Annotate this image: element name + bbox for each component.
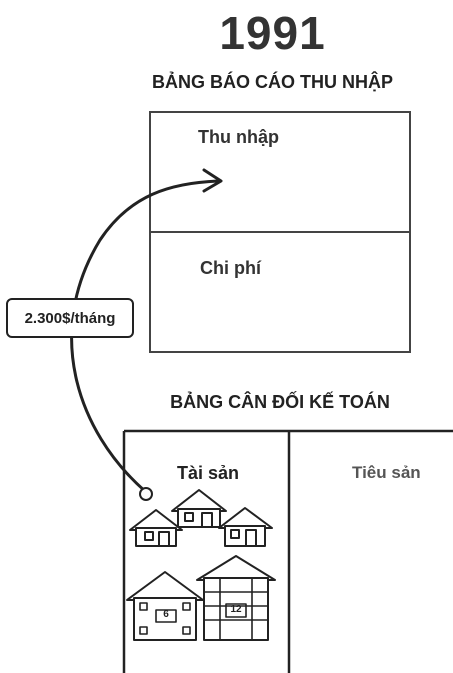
income-label: Thu nhập bbox=[198, 127, 279, 147]
cashflow-callout: 2.300$/tháng bbox=[6, 298, 134, 338]
building-label: 6 bbox=[163, 609, 169, 620]
liabilities-label: Tiêu sản bbox=[352, 463, 421, 482]
income-statement-box bbox=[149, 111, 411, 353]
apartment-building-icon bbox=[126, 571, 204, 641]
year-heading: 1991 bbox=[219, 7, 326, 59]
house-icon bbox=[129, 509, 183, 547]
building-label: 12 bbox=[230, 604, 242, 615]
assets-label: Tài sản bbox=[177, 463, 240, 483]
income-statement-title: BẢNG BÁO CÁO THU NHẬP bbox=[152, 72, 393, 92]
expense-label: Chi phí bbox=[200, 258, 261, 278]
cashflow-arrow bbox=[70, 168, 223, 501]
house-icon bbox=[171, 489, 227, 528]
apartment-building-icon bbox=[196, 555, 276, 641]
house-icon bbox=[218, 507, 273, 547]
balance-sheet-title: BẢNG CÂN ĐỐI KẾ TOÁN bbox=[170, 392, 390, 412]
